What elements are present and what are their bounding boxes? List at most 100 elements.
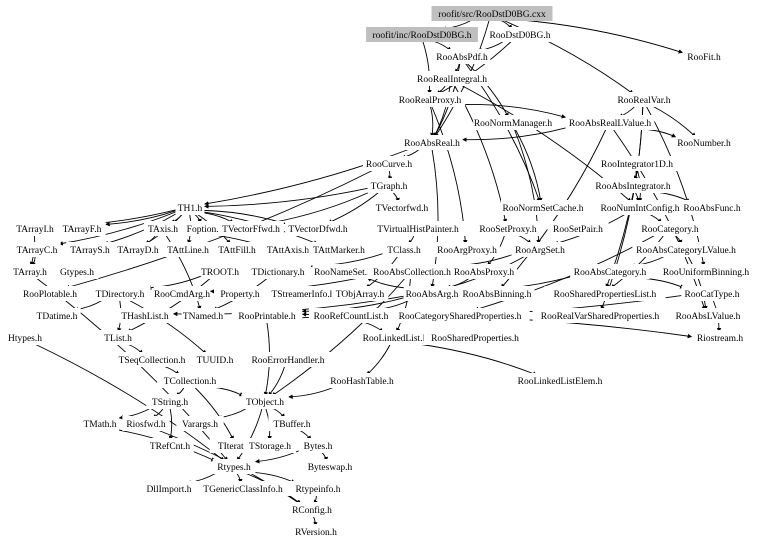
node-RooNumIntConfig[interactable]: RooNumIntConfig.h bbox=[597, 200, 683, 215]
node-TStreamerInfo[interactable]: TStreamerInfo.h bbox=[265, 286, 341, 301]
node-RooLinkedListElem[interactable]: RooLinkedListElem.h bbox=[513, 373, 607, 388]
node-TNamed[interactable]: TNamed.h bbox=[181, 308, 225, 323]
node-TUUID[interactable]: TUUID.h bbox=[195, 352, 235, 367]
node-RooRealVarSharedProperties[interactable]: RooRealVarSharedProperties.h bbox=[532, 308, 668, 323]
node-box bbox=[681, 286, 743, 301]
node-TObject[interactable]: TObject.h bbox=[241, 394, 289, 409]
node-RooHashTable[interactable]: RooHashTable.h bbox=[326, 373, 398, 388]
node-RooAbsProxy[interactable]: RooAbsProxy.h bbox=[451, 264, 517, 279]
node-RooAbsRealLValue[interactable]: RooAbsRealLValue.h bbox=[565, 115, 655, 130]
node-RVersion[interactable]: RVersion.h bbox=[290, 524, 342, 539]
node-RooAbsCategoryLValue[interactable]: RooAbsCategoryLValue.h bbox=[632, 242, 740, 257]
node-RooCategory[interactable]: RooCategory.h bbox=[637, 221, 703, 236]
node-RooAbsReal[interactable]: RooAbsReal.h bbox=[401, 135, 463, 150]
node-Rtypeinfo[interactable]: Rtypeinfo.h bbox=[289, 481, 347, 496]
node-RooArgSet[interactable]: RooArgSet.h bbox=[511, 242, 569, 257]
node-box bbox=[153, 286, 211, 301]
node-TObjArray[interactable]: TObjArray.h bbox=[331, 286, 389, 301]
node-DllImport[interactable]: DllImport.h bbox=[140, 481, 198, 496]
node-TH1[interactable]: TH1.h bbox=[175, 200, 205, 215]
node-TBuffer[interactable]: TBuffer.h bbox=[268, 416, 316, 431]
node-RooAbsPdf[interactable]: RooAbsPdf.h bbox=[433, 49, 491, 64]
node-RooFit[interactable]: RooFit.h bbox=[682, 49, 726, 64]
node-TGenericClassInfo[interactable]: TGenericClassInfo.h bbox=[196, 481, 290, 496]
node-TArrayS[interactable]: TArrayS.h bbox=[66, 242, 114, 257]
node-RooIntegrator1D[interactable]: RooIntegrator1D.h bbox=[594, 156, 680, 171]
node-box bbox=[157, 373, 223, 388]
node-RooSharedProperties[interactable]: RooSharedProperties.h bbox=[423, 330, 527, 345]
node-Riostream[interactable]: Riostream.h bbox=[691, 330, 749, 345]
node-RooCurve[interactable]: RooCurve.h bbox=[363, 156, 415, 171]
node-RooErrorHandler[interactable]: RooErrorHandler.h bbox=[245, 352, 331, 367]
node-Gtypes[interactable]: Gtypes.h bbox=[55, 264, 99, 279]
node-RConfig[interactable]: RConfig.h bbox=[288, 502, 336, 517]
node-RooCmdArg[interactable]: RooCmdArg.h bbox=[153, 286, 211, 301]
node-RooAbsFunc[interactable]: RooAbsFunc.h bbox=[681, 200, 743, 215]
node-Byteswap[interactable]: Byteswap.h bbox=[304, 459, 356, 474]
node-TDatime[interactable]: TDatime.h bbox=[33, 308, 81, 323]
node-TMath[interactable]: TMath.h bbox=[80, 416, 120, 431]
node-TString[interactable]: TString.h bbox=[146, 394, 194, 409]
node-TStorage[interactable]: TStorage.h bbox=[244, 438, 296, 453]
node-Varargs[interactable]: Varargs.h bbox=[176, 416, 224, 431]
node-TAttFill[interactable]: TAttFill.h bbox=[211, 242, 263, 257]
node-TList[interactable]: TList.h bbox=[98, 330, 138, 345]
node-RooPrintable[interactable]: RooPrintable.h bbox=[231, 308, 303, 323]
node-RooDstD0BG[interactable]: RooDstD0BG.h bbox=[489, 27, 551, 42]
node-RooArgProxy[interactable]: RooArgProxy.h bbox=[434, 242, 500, 257]
node-TVectorfwd[interactable]: TVectorfwd.h bbox=[371, 200, 433, 215]
node-RooNormManager[interactable]: RooNormManager.h bbox=[473, 115, 553, 130]
node-TAxis[interactable]: TAxis.h bbox=[143, 221, 183, 236]
node-RooRefCountList[interactable]: RooRefCountList.h bbox=[308, 308, 394, 323]
node-RooRealIntegral[interactable]: RooRealIntegral.h bbox=[409, 71, 495, 86]
node-TAttLine[interactable]: TAttLine.h bbox=[162, 242, 214, 257]
node-TROOT[interactable]: TROOT.h bbox=[200, 264, 239, 279]
node-TArrayF[interactable]: TArrayF.h bbox=[58, 221, 106, 236]
node-RooPlotable[interactable]: RooPlotable.h bbox=[17, 286, 83, 301]
node-RooAbsCollection[interactable]: RooAbsCollection.h bbox=[367, 264, 457, 279]
node-RooSetPair[interactable]: RooSetPair.h bbox=[547, 221, 609, 236]
node-RooAbsIntegrator[interactable]: RooAbsIntegrator.h bbox=[588, 178, 678, 193]
node-inc[interactable]: roofit/inc/RooDstD0BG.h bbox=[366, 27, 478, 42]
node-Rtypes[interactable]: Rtypes.h bbox=[212, 459, 256, 474]
node-RooAbsLValue[interactable]: RooAbsLValue.h bbox=[672, 308, 744, 323]
node-TCollection[interactable]: TCollection.h bbox=[157, 373, 223, 388]
node-TAttMarker[interactable]: TAttMarker.h bbox=[308, 242, 370, 257]
node-cxx[interactable]: roofit/src/RooDstD0BG.cxx bbox=[431, 6, 553, 21]
node-RooNameSet[interactable]: RooNameSet.h bbox=[312, 264, 374, 279]
node-RooAbsArg[interactable]: RooAbsArg.h bbox=[403, 286, 461, 301]
node-RooCategorySharedProperties[interactable]: RooCategorySharedProperties.h bbox=[390, 308, 530, 323]
node-TAttAxis[interactable]: TAttAxis.h bbox=[262, 242, 314, 257]
node-TSeqCollection[interactable]: TSeqCollection.h bbox=[112, 352, 192, 367]
node-TVectorFfwd[interactable]: TVectorFfwd.h bbox=[218, 221, 284, 236]
node-RooLinkedList[interactable]: RooLinkedList.h bbox=[357, 330, 433, 345]
node-TArrayI[interactable]: TArrayI.h bbox=[11, 221, 59, 236]
node-Htypes[interactable]: Htypes.h bbox=[3, 330, 47, 345]
node-box bbox=[632, 242, 740, 257]
node-RooSetProxy[interactable]: RooSetProxy.h bbox=[475, 221, 541, 236]
node-TArray[interactable]: TArray.h bbox=[8, 264, 52, 279]
node-TArrayC[interactable]: TArrayC.h bbox=[13, 242, 61, 257]
node-TRefCnt[interactable]: TRefCnt.h bbox=[146, 438, 194, 453]
node-TDictionary[interactable]: TDictionary.h bbox=[245, 264, 311, 279]
node-Property[interactable]: Property.h bbox=[214, 286, 266, 301]
node-THashList[interactable]: THashList.h bbox=[116, 308, 174, 323]
node-RooSharedPropertiesList[interactable]: RooSharedPropertiesList.h bbox=[544, 286, 666, 301]
node-RooNormSetCache[interactable]: RooNormSetCache.h bbox=[500, 200, 586, 215]
node-TGraph[interactable]: TGraph.h bbox=[367, 178, 411, 193]
node-Foption[interactable]: Foption.h bbox=[181, 221, 229, 236]
node-RooAbsBinning[interactable]: RooAbsBinning.h bbox=[459, 286, 535, 301]
node-RooRealProxy[interactable]: RooRealProxy.h bbox=[394, 92, 466, 107]
node-TDirectory[interactable]: TDirectory.h bbox=[89, 286, 151, 301]
node-TVectorDfwd[interactable]: TVectorDfwd.h bbox=[285, 221, 351, 236]
node-RooUniformBinning[interactable]: RooUniformBinning.h bbox=[659, 264, 753, 279]
node-RooNumber[interactable]: RooNumber.h bbox=[675, 135, 733, 150]
node-RooAbsCategory[interactable]: RooAbsCategory.h bbox=[570, 264, 650, 279]
node-RooRealVar[interactable]: RooRealVar.h bbox=[613, 92, 675, 107]
node-RooCatType[interactable]: RooCatType.h bbox=[681, 286, 743, 301]
node-Bytes[interactable]: Bytes.h bbox=[298, 438, 338, 453]
node-Riosfwd[interactable]: Riosfwd.h bbox=[122, 416, 170, 431]
node-TArrayD[interactable]: TArrayD.h bbox=[114, 242, 162, 257]
node-TClass[interactable]: TClass.h bbox=[382, 242, 426, 257]
node-TVirtualHistPainter[interactable]: TVirtualHistPainter.h bbox=[366, 221, 470, 236]
